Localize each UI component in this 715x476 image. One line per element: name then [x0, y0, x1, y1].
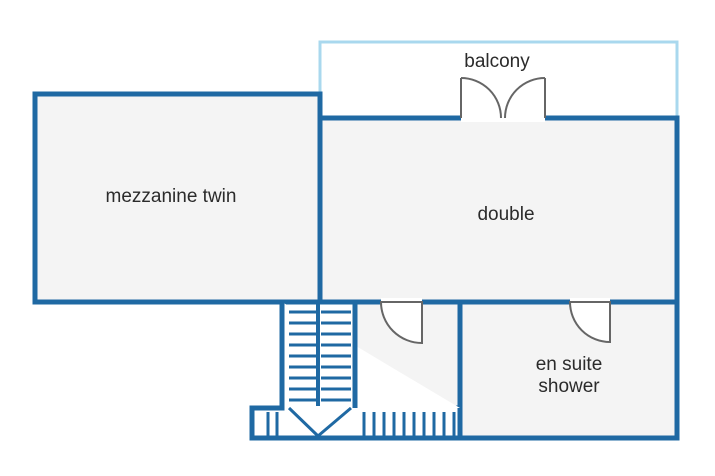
stair-treads	[266, 304, 456, 438]
label-double: double	[477, 204, 534, 225]
room-en-suite-shower	[457, 299, 680, 441]
label-balcony: balcony	[464, 51, 530, 72]
door-gap-balcony	[461, 114, 545, 122]
label-mezzanine-twin: mezzanine twin	[106, 186, 237, 207]
room-mezzanine-twin	[32, 91, 323, 305]
label-en-suite: en suite	[536, 354, 603, 375]
ensuite-door	[568, 301, 611, 344]
balcony-double-door	[460, 77, 546, 119]
label-shower: shower	[538, 376, 600, 397]
hallway-door	[379, 301, 423, 345]
